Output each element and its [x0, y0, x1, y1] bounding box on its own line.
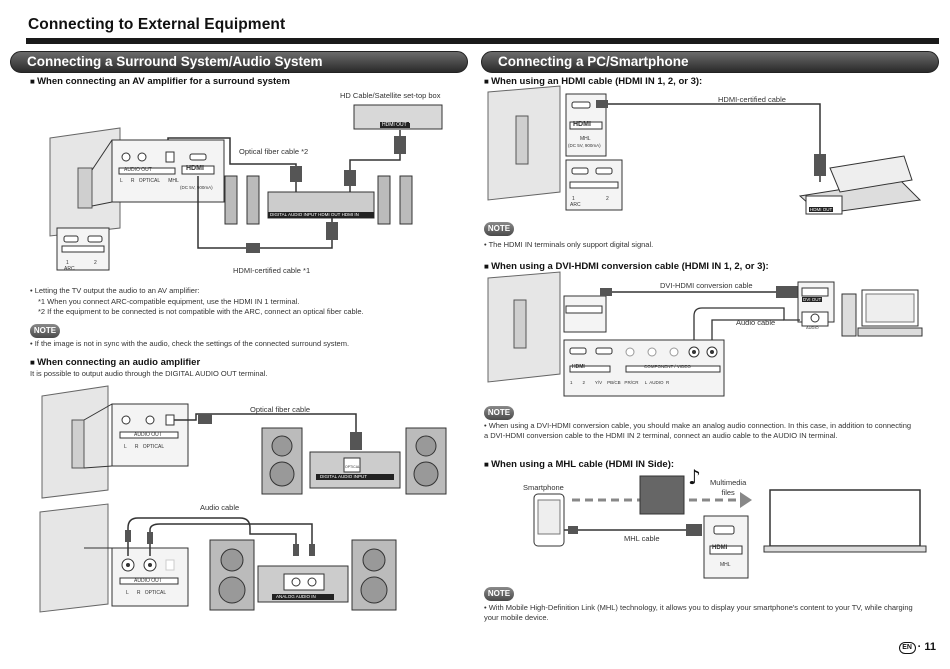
amp-panel-label: DIGITAL AUDIO INPUT HDMI OUT HDMI IN	[270, 212, 359, 217]
arc-num-1: 1	[66, 260, 69, 266]
dvi-out-tag: DVI OUT	[802, 297, 823, 302]
audio-cable-label-left: Audio cable	[200, 503, 240, 512]
audio-amp-text: It is possible to output audio through t…	[30, 369, 268, 378]
note-dvi-analog: When using a DVI-HDMI conversion cable, …	[484, 421, 914, 441]
page-title: Connecting to External Equipment	[28, 16, 286, 33]
hdmi-cable-label-right: HDMI-certified cable	[718, 95, 786, 104]
set-top-box-label: HD Cable/Satellite set-top box	[340, 91, 441, 100]
side-mhl-label: MHL	[720, 562, 731, 568]
footnote-1: *1 When you connect ARC-compatible equip…	[38, 297, 300, 306]
tv2-ports-row: L R OPTICAL	[124, 444, 165, 450]
tv-hdmi-logo: HDMI	[186, 165, 204, 172]
tv3-audio-out-label: AUDIO OUT	[134, 578, 162, 584]
audio-cable-label-right: Audio cable	[736, 318, 776, 327]
language-badge: EN	[898, 642, 916, 654]
optical-cable-label-2: Optical fiber cable	[250, 405, 311, 414]
note-badge-right-2: NOTE	[484, 406, 514, 420]
dvi-hdmi-logo: HDMI	[572, 364, 585, 370]
pc-hdmi-out-tag: HDMI OUT	[809, 207, 834, 212]
optical-tag: OPTICAL	[345, 465, 360, 469]
dvi-subheading: When using a DVI-HDMI conversion cable (…	[484, 261, 769, 272]
page-number-text: · 11	[917, 641, 936, 653]
tv2-audio-out-label: AUDIO OUT	[134, 432, 162, 438]
dvi-cable-label: DVI-HDMI conversion cable	[660, 281, 753, 290]
dvi-panel-row: 1 2 Y/V PB/CB PR/CR L AUDIO R	[570, 380, 670, 385]
arc-num-2: 2	[94, 260, 97, 266]
tv-audio-out-label: AUDIO OUT	[124, 167, 152, 173]
right-section-banner: Connecting a PC/Smartphone	[481, 51, 939, 73]
mhl-cable-label: MHL cable	[624, 534, 660, 543]
arc-num-2-right: 2	[606, 196, 609, 202]
optical-cable-label-1: Optical fiber cable *2	[239, 147, 309, 156]
smartphone-label: Smartphone	[523, 483, 564, 492]
audio-amp-subheading: When connecting an audio amplifier	[30, 357, 200, 368]
side-hdmi-logo: HDMI	[712, 545, 728, 551]
note-sync: If the image is not in sync with the aud…	[30, 339, 349, 349]
note-mhl-tech: With Mobile High-Definition Link (MHL) t…	[484, 603, 914, 623]
surround-subheading: When connecting an AV amplifier for a su…	[30, 76, 290, 87]
mhl-spec-right: (DC 5V, 900mA)	[568, 143, 601, 148]
bullet-av-output: Letting the TV output the audio to an AV…	[30, 286, 200, 296]
hdmi-cable-subheading: When using an HDMI cable (HDMI IN 1, 2, …	[484, 76, 702, 87]
left-section-banner: Connecting a Surround System/Audio Syste…	[10, 51, 468, 73]
component-video-tag: COMPONENT / VIDEO	[644, 364, 691, 369]
tv-mhl-spec: (DC 5V, 900mA)	[180, 185, 213, 190]
svg-text:♪: ♪	[688, 465, 701, 489]
mhl-subheading: When using a MHL cable (HDMI IN Side):	[484, 459, 674, 470]
multimedia-files-label: Multimedia files	[710, 478, 747, 497]
hdmi-logo-right: HDMI	[573, 121, 591, 128]
title-rule	[26, 38, 939, 44]
audio-amp-diagram	[39, 385, 447, 613]
mhl-label-right: MHL	[580, 136, 591, 142]
note-badge-left: NOTE	[30, 324, 60, 338]
arc-label-right: ARC	[570, 202, 581, 208]
note-badge-right-3: NOTE	[484, 587, 514, 601]
note-badge-right-1: NOTE	[484, 222, 514, 236]
note-digital-signal: The HDMI IN terminals only support digit…	[484, 240, 654, 250]
footnote-2: *2 If the equipment to be connected is n…	[38, 307, 364, 316]
surround-diagram	[49, 104, 443, 271]
analog-audio-in-tag: ANALOG AUDIO IN	[276, 594, 316, 599]
tv3-ports-row: L R OPTICAL	[126, 590, 167, 596]
audio-tag: AUDIO	[806, 325, 819, 330]
digital-audio-input-tag: DIGITAL AUDIO INPUT	[320, 474, 368, 479]
hdmi-out-tag: HDMI OUT	[380, 122, 409, 128]
hdmi-cable-label-1: HDMI-certified cable *1	[233, 266, 311, 275]
tv-ports-row: L R OPTICAL MHL	[120, 178, 179, 184]
page-number: EN· 11	[898, 641, 936, 654]
arc-label: ARC	[64, 266, 75, 272]
arc-num-1-right: 1	[572, 196, 575, 202]
